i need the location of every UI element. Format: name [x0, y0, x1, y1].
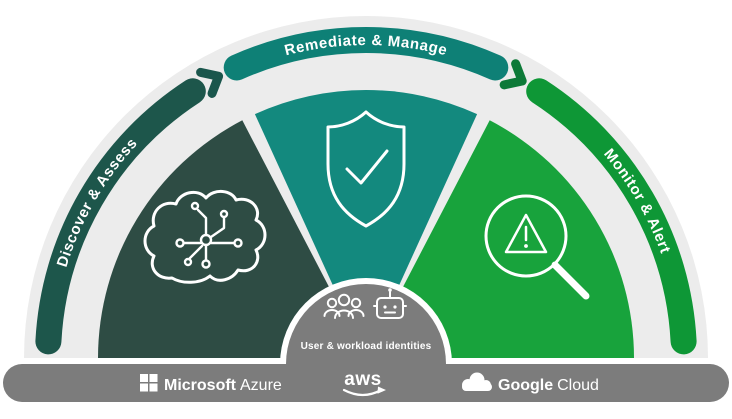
aws-smile-arrow — [377, 386, 386, 394]
robot-icon — [373, 288, 407, 319]
hub-semicircle — [286, 284, 446, 364]
chevron-right-icon — [499, 59, 527, 90]
users-icon — [323, 293, 365, 319]
cloud-providers-bar — [3, 364, 729, 402]
aws-logo: aws — [342, 369, 386, 397]
magnifier-alert-icon — [484, 194, 590, 300]
discover-band-arc — [35, 78, 206, 355]
remediate-wedge — [254, 89, 478, 359]
hub-label: User & workload identities — [301, 341, 432, 352]
brain-circuit-icon — [143, 190, 267, 284]
shield-check-icon — [326, 110, 406, 228]
monitor-wedge — [366, 120, 634, 358]
chevron-right-icon — [196, 67, 224, 98]
remediate-band-arc — [223, 27, 509, 81]
discover-wedge — [98, 120, 366, 358]
aws-label: aws — [344, 369, 381, 390]
monitor-band-arc — [526, 78, 697, 355]
microsoft-squares-icon — [140, 374, 158, 392]
cloud-icon — [462, 372, 492, 391]
